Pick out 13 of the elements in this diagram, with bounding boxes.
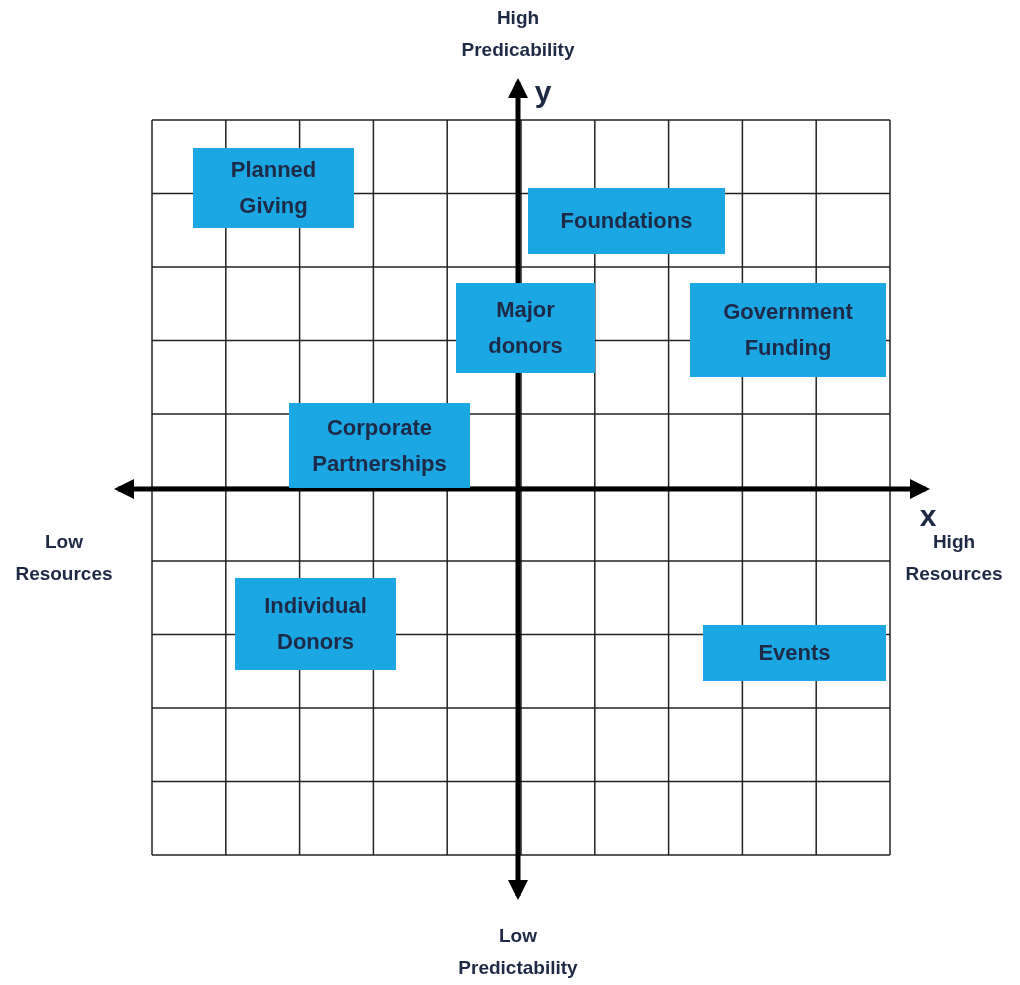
category-box: Events — [703, 625, 886, 681]
category-box: Planned Giving — [193, 148, 354, 228]
axis-name: y — [533, 76, 553, 108]
category-box: Corporate Partnerships — [289, 403, 470, 488]
axis-label: Low Resources — [14, 530, 114, 586]
axis-label: High Predicability — [460, 6, 576, 62]
category-box: Foundations — [528, 188, 725, 254]
category-box: Individual Donors — [235, 578, 396, 670]
axis-label: High Resources — [904, 530, 1004, 586]
axis-name: x — [918, 500, 938, 532]
axis-label: Low Predictability — [457, 924, 579, 980]
category-box: Government Funding — [690, 283, 886, 377]
category-box: Major donors — [456, 283, 595, 373]
